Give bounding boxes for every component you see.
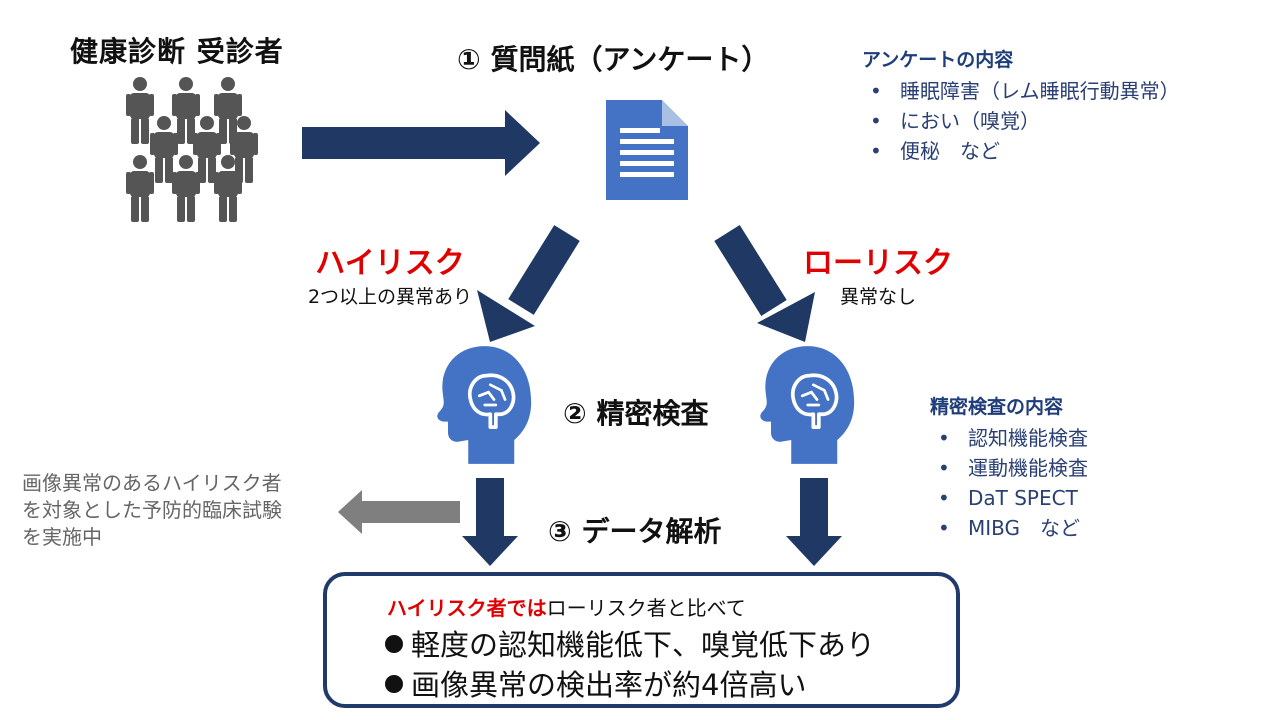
low-risk-label: ローリスク [803, 246, 953, 281]
exam-panel-title: 精密検査の内容 [930, 396, 1064, 418]
result-line-2: 画像異常の検出率が約4倍高い [385, 662, 806, 704]
questionnaire-item: 睡眠障害（レム睡眠行動異常） [862, 76, 1180, 106]
brain-head-icon-right [758, 344, 856, 466]
high-risk-label: ハイリスク [315, 246, 465, 281]
result-heading-highlight: ハイリスク者では [387, 596, 547, 620]
left-title: 健康診断 受診者 [70, 35, 284, 68]
questionnaire-panel-title: アンケートの内容 [862, 49, 1014, 71]
step3-title: ③ データ解析 [548, 515, 722, 548]
high-risk-sub: 2つ以上の異常あり [307, 286, 473, 308]
questionnaire-panel: アンケートの内容 睡眠障害（レム睡眠行動異常） におい（嗅覚） 便秘 など [862, 45, 1180, 166]
people-group-icon [126, 77, 258, 222]
bullet-dot-icon [385, 635, 403, 653]
bullet-dot-icon [385, 675, 403, 693]
trial-note: 画像異常のあるハイリスク者 を対象とした予防的臨床試験 を実施中 [22, 470, 282, 551]
low-risk-block: ローリスク 異常なし [778, 238, 978, 309]
exam-item: 認知機能検査 [930, 423, 1088, 453]
result-heading: ハイリスク者ではローリスク者と比べて [387, 592, 746, 621]
step1-title: ① 質問紙（アンケート） [457, 43, 770, 76]
arrow-to-trial [338, 490, 460, 534]
result-line-1-text: 軽度の認知機能低下、嗅覚低下あり [411, 628, 876, 662]
result-box: ハイリスク者ではローリスク者と比べて 軽度の認知機能低下、嗅覚低下あり 画像異常… [323, 572, 960, 708]
result-heading-rest: ローリスク者と比べて [546, 596, 746, 620]
trial-note-line: を対象とした予防的臨床試験 [22, 498, 282, 522]
arrow-down-right [786, 478, 842, 566]
exam-item: MIBG など [930, 513, 1088, 543]
arrow-high-risk [477, 225, 580, 342]
step2-title: ② 精密検査 [563, 397, 709, 430]
document-icon [606, 100, 688, 200]
arrow-to-questionnaire [302, 110, 540, 176]
brain-head-icon-left [435, 344, 533, 466]
trial-note-line: を実施中 [22, 525, 102, 549]
exam-panel: 精密検査の内容 認知機能検査 運動機能検査 DaT SPECT MIBG など [930, 392, 1088, 543]
exam-item: 運動機能検査 [930, 453, 1088, 483]
arrow-down-left [462, 478, 518, 566]
result-line-1: 軽度の認知機能低下、嗅覚低下あり [385, 622, 875, 664]
high-risk-block: ハイリスク 2つ以上の異常あり [280, 238, 500, 309]
low-risk-sub: 異常なし [839, 286, 916, 308]
result-line-2-text: 画像異常の検出率が約4倍高い [411, 668, 807, 702]
arrow-low-risk [714, 225, 815, 342]
exam-item: DaT SPECT [930, 483, 1088, 513]
questionnaire-item: におい（嗅覚） [862, 106, 1180, 136]
trial-note-line: 画像異常のあるハイリスク者 [22, 471, 282, 495]
questionnaire-item: 便秘 など [862, 136, 1180, 166]
